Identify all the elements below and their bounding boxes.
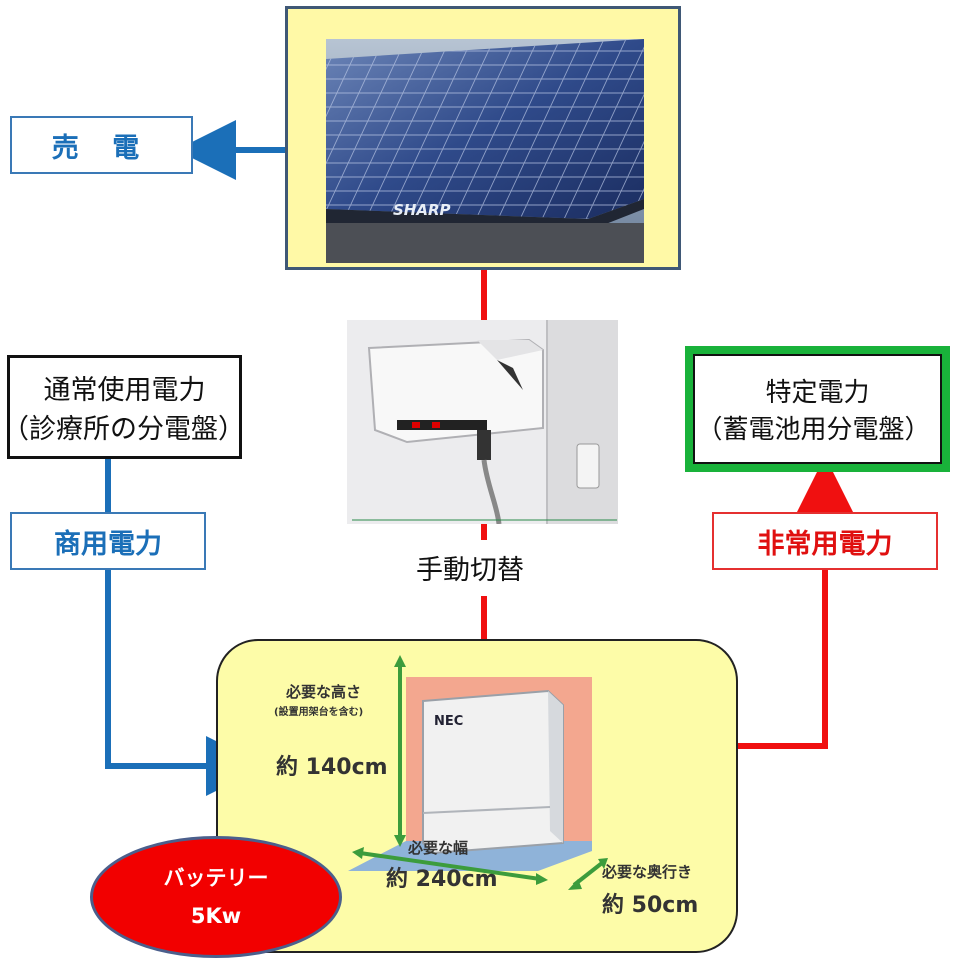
battery-badge-capacity: 5Kw <box>190 904 242 928</box>
special-power-title: 特定電力 <box>765 378 870 408</box>
battery-badge-title: バッテリー <box>163 866 269 890</box>
solar-panel-frame: SHARP <box>285 6 681 270</box>
normal-power-title: 通常使用電力 <box>43 375 206 406</box>
height-note: (設置用架台を含む) <box>274 707 364 718</box>
emergency-power-box: 非常用電力 <box>712 512 938 570</box>
sharp-logo: SHARP <box>393 201 451 219</box>
height-label: 必要な高さ <box>286 683 362 701</box>
commercial-power-label: 商用電力 <box>54 528 162 560</box>
nec-logo: NEC <box>434 714 463 729</box>
height-value: 約 140cm <box>276 755 388 780</box>
width-label: 必要な幅 <box>408 839 469 857</box>
manual-switch-photo <box>347 320 618 524</box>
emergency-power-label: 非常用電力 <box>757 528 893 560</box>
commercial-power-box: 商用電力 <box>10 512 206 570</box>
special-power-box: 特定電力 （蓄電池用分電盤） <box>693 354 942 464</box>
solar-panel-photo: SHARP <box>326 39 644 263</box>
sell-power-label: 売 電 <box>51 132 152 164</box>
normal-power-subtitle: （診療所の分電盤） <box>2 414 245 445</box>
depth-value: 約 50cm <box>602 893 699 918</box>
special-power-subtitle: （蓄電池用分電盤） <box>696 415 931 445</box>
special-power-frame: 特定電力 （蓄電池用分電盤） <box>685 346 950 472</box>
sell-power-box: 売 電 <box>10 116 193 174</box>
normal-power-box: 通常使用電力 （診療所の分電盤） <box>2 355 245 459</box>
manual-switch-label: 手動切替 <box>416 555 524 586</box>
depth-label: 必要な奥行き <box>602 863 693 881</box>
battery-capacity-badge: バッテリー 5Kw <box>90 836 342 958</box>
width-value: 約 240cm <box>386 867 498 892</box>
battery-illustration: NEC <box>348 655 608 890</box>
